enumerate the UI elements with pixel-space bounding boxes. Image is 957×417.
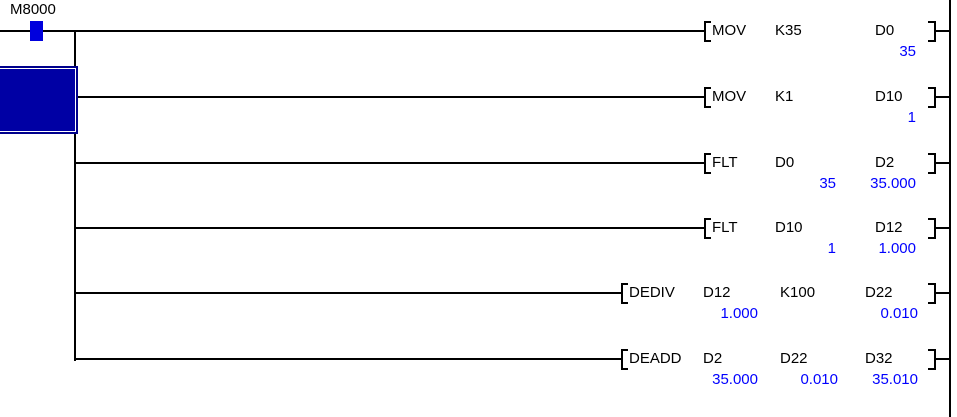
operand-device[interactable]: D32	[865, 350, 893, 367]
operand-device[interactable]: D10	[775, 219, 803, 236]
open-bracket-tick-bottom	[704, 40, 711, 42]
instruction-name[interactable]: DEADD	[629, 350, 682, 367]
instruction-open-bracket	[621, 283, 623, 304]
open-bracket-tick-bottom	[704, 106, 711, 108]
instruction-open-bracket	[621, 349, 623, 370]
open-bracket-tick-top	[704, 87, 711, 89]
instruction-name[interactable]: MOV	[712, 22, 747, 39]
instruction-open-bracket	[704, 87, 706, 108]
operand-device[interactable]: K100	[780, 284, 816, 301]
close-bracket-tick-bottom	[928, 237, 936, 239]
monitor-value: 0.010	[880, 305, 918, 322]
edit-cursor[interactable]	[0, 66, 78, 134]
operand-device[interactable]: D2	[703, 350, 723, 367]
operand-device[interactable]: D22	[780, 350, 808, 367]
close-bracket-tick-bottom	[928, 40, 936, 42]
wire-horizontal	[74, 292, 621, 294]
close-bracket-rail-link	[936, 96, 950, 98]
monitor-value: 35.000	[712, 371, 758, 388]
open-bracket-tick-bottom	[704, 237, 711, 239]
open-bracket-tick-bottom	[704, 172, 711, 174]
instruction-open-bracket	[704, 153, 706, 174]
instruction-open-bracket	[704, 218, 706, 239]
branch-wire-vertical	[74, 30, 76, 361]
monitor-value: 1.000	[720, 305, 758, 322]
wire-horizontal	[74, 96, 704, 98]
operand-device[interactable]: K35	[775, 22, 802, 39]
monitor-value: 35.010	[872, 371, 918, 388]
operand-device[interactable]: D12	[875, 219, 903, 236]
close-bracket-tick-top	[928, 153, 936, 155]
contact-m8000-icon[interactable]	[30, 21, 43, 41]
close-bracket-rail-link	[936, 227, 950, 229]
close-bracket-tick-bottom	[928, 368, 936, 370]
instruction-name[interactable]: FLT	[712, 219, 738, 236]
close-bracket-rail-link	[936, 358, 950, 360]
instruction-close-bracket	[934, 283, 936, 304]
monitor-value: 35.000	[870, 175, 916, 192]
operand-device[interactable]: D2	[875, 154, 895, 171]
monitor-value: 1	[907, 109, 916, 126]
monitor-value: 0.010	[800, 371, 838, 388]
open-bracket-tick-bottom	[621, 368, 628, 370]
instruction-close-bracket	[934, 153, 936, 174]
close-bracket-rail-link	[936, 30, 950, 32]
instruction-name[interactable]: MOV	[712, 88, 747, 105]
monitor-value: 35	[819, 175, 836, 192]
close-bracket-tick-bottom	[928, 172, 936, 174]
close-bracket-tick-top	[928, 218, 936, 220]
instruction-name[interactable]: FLT	[712, 154, 738, 171]
contact-label: M8000	[10, 1, 56, 18]
operand-device[interactable]: D12	[703, 284, 731, 301]
right-power-rail	[949, 0, 951, 417]
close-bracket-rail-link	[936, 292, 950, 294]
open-bracket-tick-top	[704, 153, 711, 155]
instruction-close-bracket	[934, 87, 936, 108]
instruction-open-bracket	[704, 21, 706, 42]
wire-horizontal	[74, 358, 621, 360]
close-bracket-tick-top	[928, 349, 936, 351]
close-bracket-tick-top	[928, 283, 936, 285]
open-bracket-tick-top	[704, 218, 711, 220]
operand-device[interactable]: D0	[775, 154, 795, 171]
operand-device[interactable]: D0	[875, 22, 895, 39]
close-bracket-tick-top	[928, 87, 936, 89]
open-bracket-tick-top	[704, 21, 711, 23]
open-bracket-tick-top	[621, 349, 628, 351]
instruction-close-bracket	[934, 349, 936, 370]
close-bracket-rail-link	[936, 162, 950, 164]
close-bracket-tick-bottom	[928, 302, 936, 304]
close-bracket-tick-bottom	[928, 106, 936, 108]
instruction-close-bracket	[934, 218, 936, 239]
wire-horizontal	[74, 227, 704, 229]
monitor-value: 1.000	[878, 240, 916, 257]
open-bracket-tick-top	[621, 283, 628, 285]
monitor-value: 35	[899, 43, 916, 60]
instruction-close-bracket	[934, 21, 936, 42]
operand-device[interactable]: K1	[775, 88, 794, 105]
wire-horizontal	[74, 162, 704, 164]
instruction-name[interactable]: DEDIV	[629, 284, 675, 301]
open-bracket-tick-bottom	[621, 302, 628, 304]
close-bracket-tick-top	[928, 21, 936, 23]
operand-device[interactable]: D22	[865, 284, 893, 301]
wire-horizontal	[0, 30, 704, 32]
monitor-value: 1	[827, 240, 836, 257]
operand-device[interactable]: D10	[875, 88, 903, 105]
